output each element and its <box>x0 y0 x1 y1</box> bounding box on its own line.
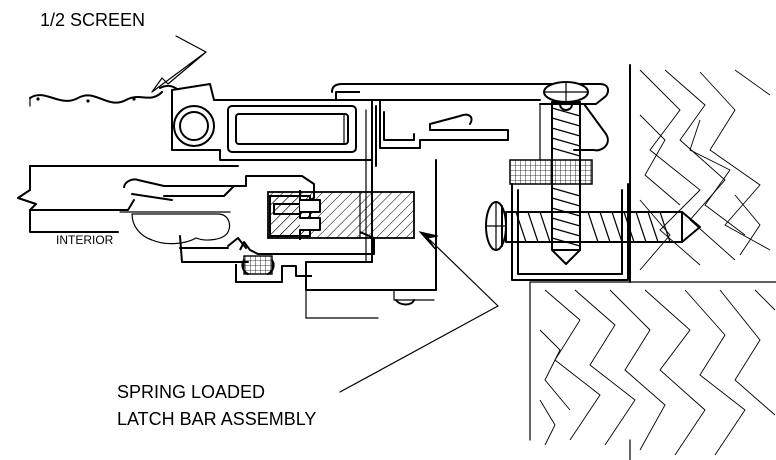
vertical-screw <box>543 81 589 265</box>
latch-label-line2: LATCH BAR ASSEMBLY <box>117 409 316 429</box>
jamb-channel <box>511 103 629 281</box>
interior-label: INTERIOR <box>56 233 114 247</box>
wall-section <box>17 165 239 233</box>
screen-label: 1/2 SCREEN <box>40 10 145 30</box>
latch-label-line1: SPRING LOADED <box>117 382 265 402</box>
latch-leader <box>339 231 499 393</box>
horizontal-screw <box>485 201 701 251</box>
screen-leader <box>151 35 207 93</box>
latch-bar <box>267 187 415 245</box>
screen-mesh <box>29 84 181 107</box>
frame-extrusion <box>171 83 609 167</box>
wood-jamb <box>529 64 776 460</box>
dotted-seal <box>131 213 231 245</box>
